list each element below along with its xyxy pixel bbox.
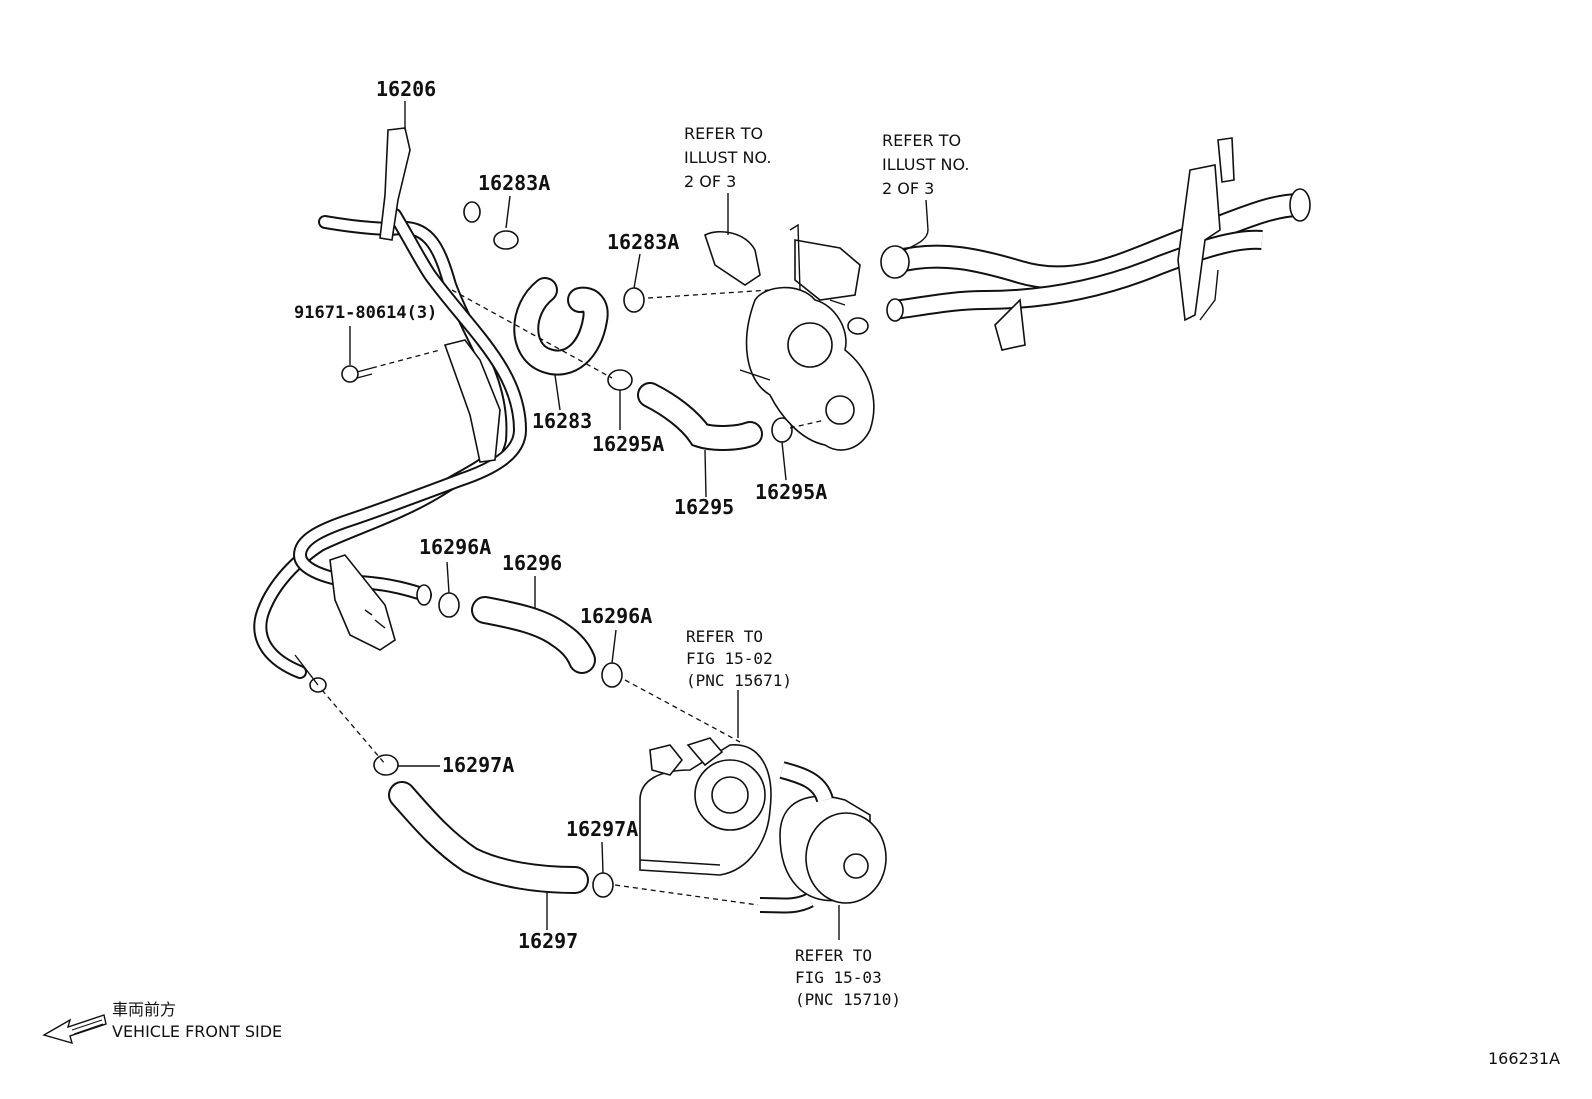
label-16283A-mid: 16283A (607, 230, 679, 254)
vehicle-front-indicator: 車両前方 VEHICLE FRONT SIDE (42, 1000, 282, 1045)
hose-16283 (513, 277, 609, 376)
hose-16296 (471, 596, 596, 674)
water-pipe-right (880, 137, 1311, 351)
ref-fig1502-line1: REFER TO (686, 627, 763, 646)
oil-cooler (759, 761, 887, 914)
bolt-91671 (341, 365, 373, 383)
ref-fig1503-line3: (PNC 15710) (795, 990, 901, 1009)
ref-fig1503-line2: FIG 15-03 (795, 968, 882, 987)
clamps (373, 230, 793, 898)
label-16297A-upper: 16297A (442, 753, 514, 777)
label-16206: 16206 (376, 77, 436, 101)
reference-notes: REFER TO ILLUST NO. 2 OF 3 REFER TO ILLU… (684, 124, 969, 1009)
label-16295A-right: 16295A (755, 480, 827, 504)
hose-16295 (637, 382, 763, 451)
front-side-japanese: 車両前方 (112, 1000, 176, 1019)
label-16296: 16296 (502, 551, 562, 575)
oil-filter-bracket (639, 737, 772, 876)
ref-illust-left-line2: ILLUST NO. (684, 148, 771, 167)
label-16296A-right: 16296A (580, 604, 652, 628)
ref-illust-right-line3: 2 OF 3 (882, 179, 934, 198)
label-16296A-left: 16296A (419, 535, 491, 559)
label-16295: 16295 (674, 495, 734, 519)
label-16283A-top: 16283A (478, 171, 550, 195)
front-side-english: VEHICLE FRONT SIDE (112, 1022, 282, 1041)
connection-lines (321, 289, 826, 906)
water-outlet-housing (704, 223, 875, 451)
ref-illust-right-line2: ILLUST NO. (882, 155, 969, 174)
ref-illust-right-line1: REFER TO (882, 131, 961, 150)
leader-lines (349, 101, 929, 940)
label-16295A-left: 16295A (592, 432, 664, 456)
label-91671-80614: 91671-80614(3) (294, 303, 437, 323)
heater-pipe-assembly (253, 127, 528, 693)
ref-fig1503-line1: REFER TO (795, 946, 872, 965)
hose-16297 (388, 781, 589, 894)
figure-id: 166231A (1488, 1049, 1560, 1068)
label-16283: 16283 (532, 409, 592, 433)
ref-fig1502-line2: FIG 15-02 (686, 649, 773, 668)
ref-fig1502-line3: (PNC 15671) (686, 671, 792, 690)
ref-illust-left-line3: 2 OF 3 (684, 172, 736, 191)
part-labels: 16206 16283A 16283A 91671-80614(3) 16283… (294, 77, 827, 953)
label-16297A-lower: 16297A (566, 817, 638, 841)
ref-illust-left-line1: REFER TO (684, 124, 763, 143)
label-16297: 16297 (518, 929, 578, 953)
